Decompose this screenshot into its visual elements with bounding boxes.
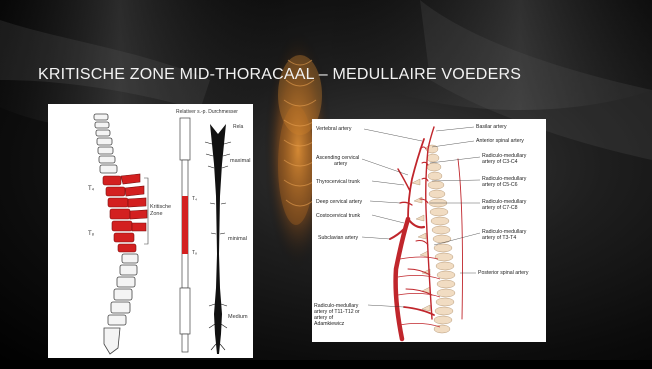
diameter-header: Relativer s.-p. Durchmesser xyxy=(176,109,238,115)
spine-label-t8: T₈ xyxy=(88,231,95,237)
spine-label-t4: T₄ xyxy=(88,186,95,192)
intercostal-arteries xyxy=(398,257,440,327)
label-vertebral-artery: Vertebral artery xyxy=(316,126,352,132)
critical-zone-vertebrae xyxy=(103,174,147,252)
label-thyrocervical-trunk: Thyrocervical trunk xyxy=(316,179,360,185)
slide-title: KRITISCHE ZONE MID-THORACAAL – MEDULLAIR… xyxy=(38,66,521,84)
label-maximal: maximal xyxy=(230,158,250,164)
vertebral-column-drawing xyxy=(426,145,455,333)
label-minimal: minimal xyxy=(228,236,247,242)
label-posterior-spinal-artery: Posterior spinal artery xyxy=(478,270,529,276)
label-basilar-artery: Basilar artery xyxy=(476,124,507,130)
right-label-group: Basilar artery Anterior spinal artery Ra… xyxy=(476,124,529,276)
label-rela: Rela xyxy=(233,124,244,130)
cord-profile-drawing xyxy=(210,124,226,354)
bar-label-t4: T₄ xyxy=(192,196,197,202)
label-anterior-spinal-artery: Anterior spinal artery xyxy=(476,138,524,144)
label-costocervical-trunk: Costocervical trunk xyxy=(316,213,361,219)
bar-label-t8: T₈ xyxy=(192,250,197,256)
label-deep-cervical-artery: Deep cervical artery xyxy=(316,199,363,205)
label-medium: Medium xyxy=(228,314,248,320)
diameter-bar-critical-segment xyxy=(182,196,188,254)
left-leader-lines xyxy=(362,129,422,307)
label-subclavian-artery: Subclavian artery xyxy=(318,235,358,241)
